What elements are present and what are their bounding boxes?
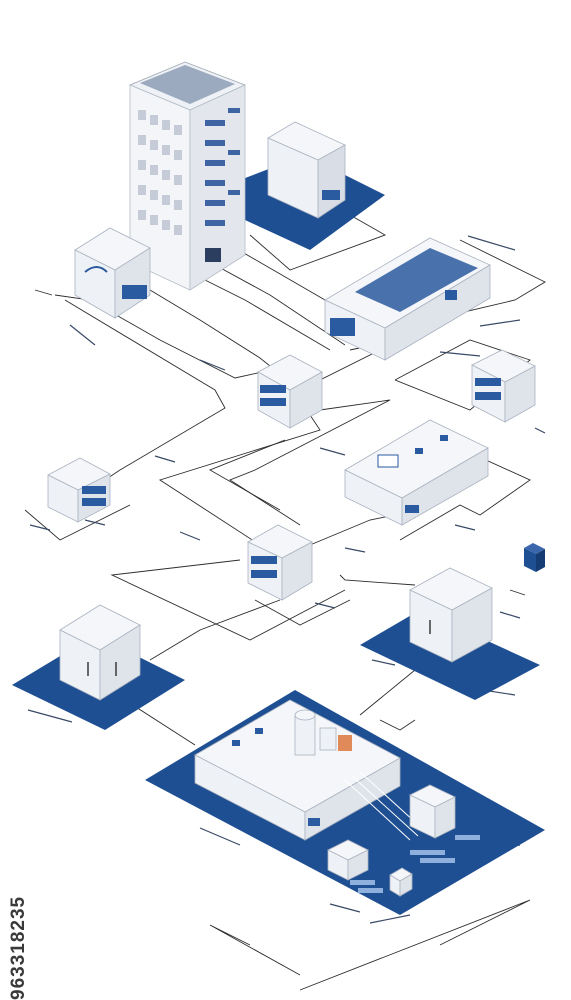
router-box <box>74 227 151 319</box>
main-facility-platform <box>194 699 480 897</box>
switch-lower <box>247 524 313 601</box>
switch-left <box>47 457 111 523</box>
large-datacenter-hall <box>324 237 491 361</box>
blue-device-small <box>524 543 545 572</box>
switch-right <box>471 349 536 423</box>
tower-building <box>128 61 247 291</box>
switch-center <box>257 354 323 429</box>
control-unit <box>344 419 489 526</box>
cabinet-on-platform-top <box>267 121 346 219</box>
cabinet-left-platform <box>59 604 141 701</box>
cabinet-right-platform <box>409 567 493 663</box>
stock-id-watermark: 963318235 <box>8 895 29 1000</box>
connection-lines <box>24 214 546 991</box>
